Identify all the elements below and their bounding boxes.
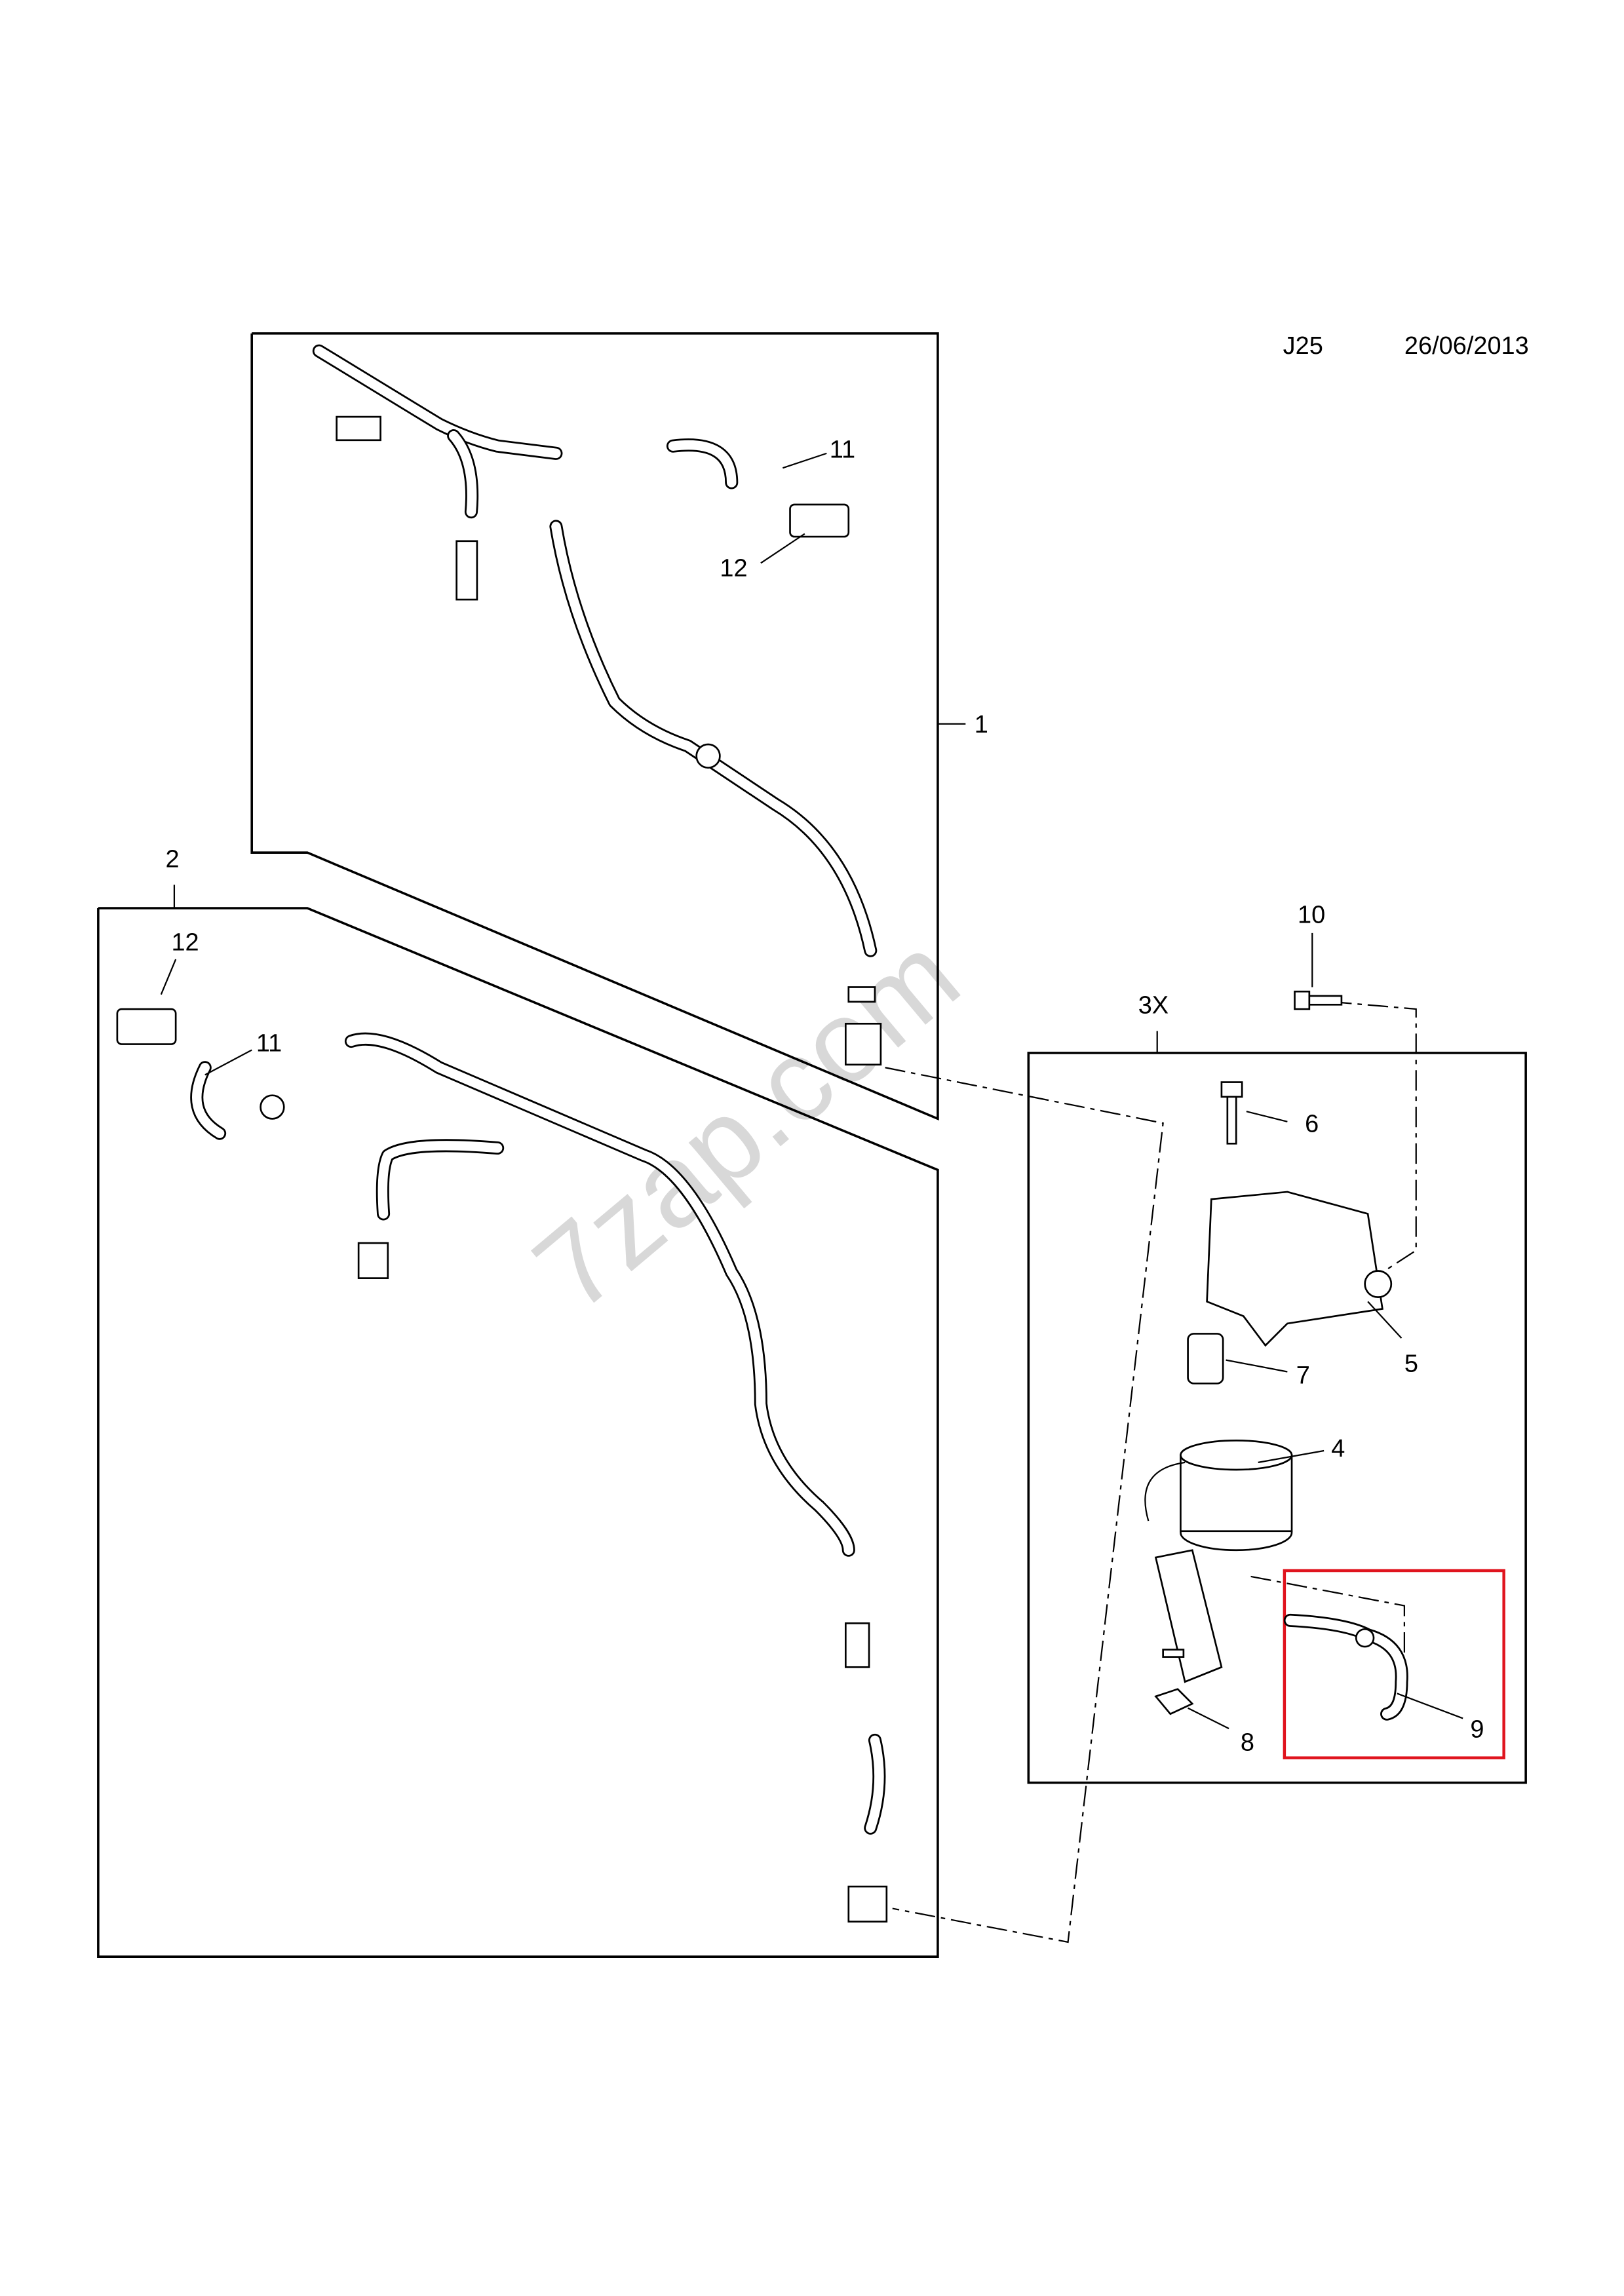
callout-7[interactable]: 7 [1296,1362,1310,1389]
connection-line-group-1 [885,1067,1164,1943]
group-2-frame [97,907,939,1958]
connection-line-10 [1331,1001,1417,1273]
callout-1[interactable]: 1 [975,711,988,738]
callout-8[interactable]: 8 [1241,1729,1254,1757]
diagram-code: J25 [1283,332,1323,360]
part-8-nut [1154,1649,1194,1715]
part-5-bracket [1206,1191,1393,1347]
hose-assembly-2 [116,1008,888,1923]
diagram-date: 26/06/2013 [1404,332,1529,360]
callout-5[interactable]: 5 [1404,1350,1418,1377]
callout-4[interactable]: 4 [1331,1435,1345,1463]
group-1-frame [250,332,939,1121]
callout-11-group-2[interactable]: 11 [256,1030,282,1058]
part-4-pump [1144,1440,1293,1683]
highlight-item-9[interactable] [1283,1569,1505,1759]
callout-2[interactable]: 2 [166,845,180,873]
callout-3x[interactable]: 3X [1138,992,1169,1020]
part-10-bolt [1294,990,1343,1010]
part-6-bolt [1220,1081,1243,1145]
group-3x-frame [1027,1052,1527,1784]
connection-line-9 [1250,1575,1406,1653]
callout-11-group-1[interactable]: 11 [830,436,855,464]
callout-6[interactable]: 6 [1305,1110,1319,1138]
part-7-mount [1187,1333,1224,1385]
callout-9[interactable]: 9 [1470,1715,1484,1743]
callout-10[interactable]: 10 [1298,901,1325,928]
callout-12-group-1[interactable]: 12 [720,554,747,582]
part-9-hose [1283,1613,1408,1721]
callout-12-group-2[interactable]: 12 [171,929,199,957]
hose-assembly-1 [312,344,882,1066]
